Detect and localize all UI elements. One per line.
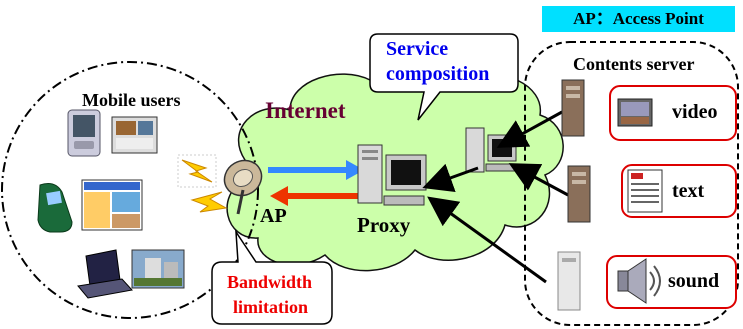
service-composition-line2: composition — [386, 63, 490, 85]
screenshot-building-thumb — [131, 249, 185, 289]
bandwidth-line2: limitation — [233, 297, 308, 317]
video-label: video — [672, 101, 718, 123]
server-icon — [567, 165, 591, 223]
server-icon — [561, 79, 585, 137]
sound-label: sound — [668, 270, 720, 292]
lightning-icon — [177, 154, 228, 213]
legend-text: AP：Access Point — [573, 9, 704, 28]
proxy-label: Proxy — [357, 213, 411, 237]
proxy-pc-icon — [357, 144, 427, 206]
bandwidth-limitation-callout — [211, 229, 333, 325]
link-service-to-proxy — [422, 163, 479, 192]
bandwidth-line1: Bandwidth — [227, 272, 313, 292]
link-video-server — [496, 110, 563, 148]
pda-icon — [67, 109, 101, 157]
screenshot-video-thumb — [111, 116, 158, 154]
text-label: text — [672, 180, 705, 202]
speaker-icon — [617, 258, 661, 304]
link-text-server — [508, 163, 569, 197]
screenshot-web-thumb — [81, 179, 143, 231]
legend-box: AP：Access Point — [542, 6, 735, 32]
server-icon — [557, 251, 581, 311]
service-composition-line1: Service — [386, 38, 449, 60]
video-thumb-icon — [617, 98, 653, 127]
arrow-ap-to-proxy — [268, 160, 364, 180]
newspaper-icon — [627, 169, 663, 213]
service-pc-icon — [465, 127, 517, 173]
service-composition-callout — [369, 33, 519, 121]
link-sound-server — [427, 196, 547, 284]
internet-label: Internet — [265, 98, 346, 123]
mobile-users-region — [1, 61, 259, 319]
contents-server-region — [524, 41, 739, 326]
mobile-users-label: Mobile users — [82, 90, 181, 110]
mobile-phone-icon — [37, 183, 73, 233]
laptop-icon — [77, 249, 133, 299]
satellite-dish-icon — [223, 159, 263, 215]
arrow-proxy-to-ap — [270, 186, 366, 206]
contents-server-label: Contents server — [573, 54, 695, 74]
ap-label: AP — [260, 205, 287, 227]
